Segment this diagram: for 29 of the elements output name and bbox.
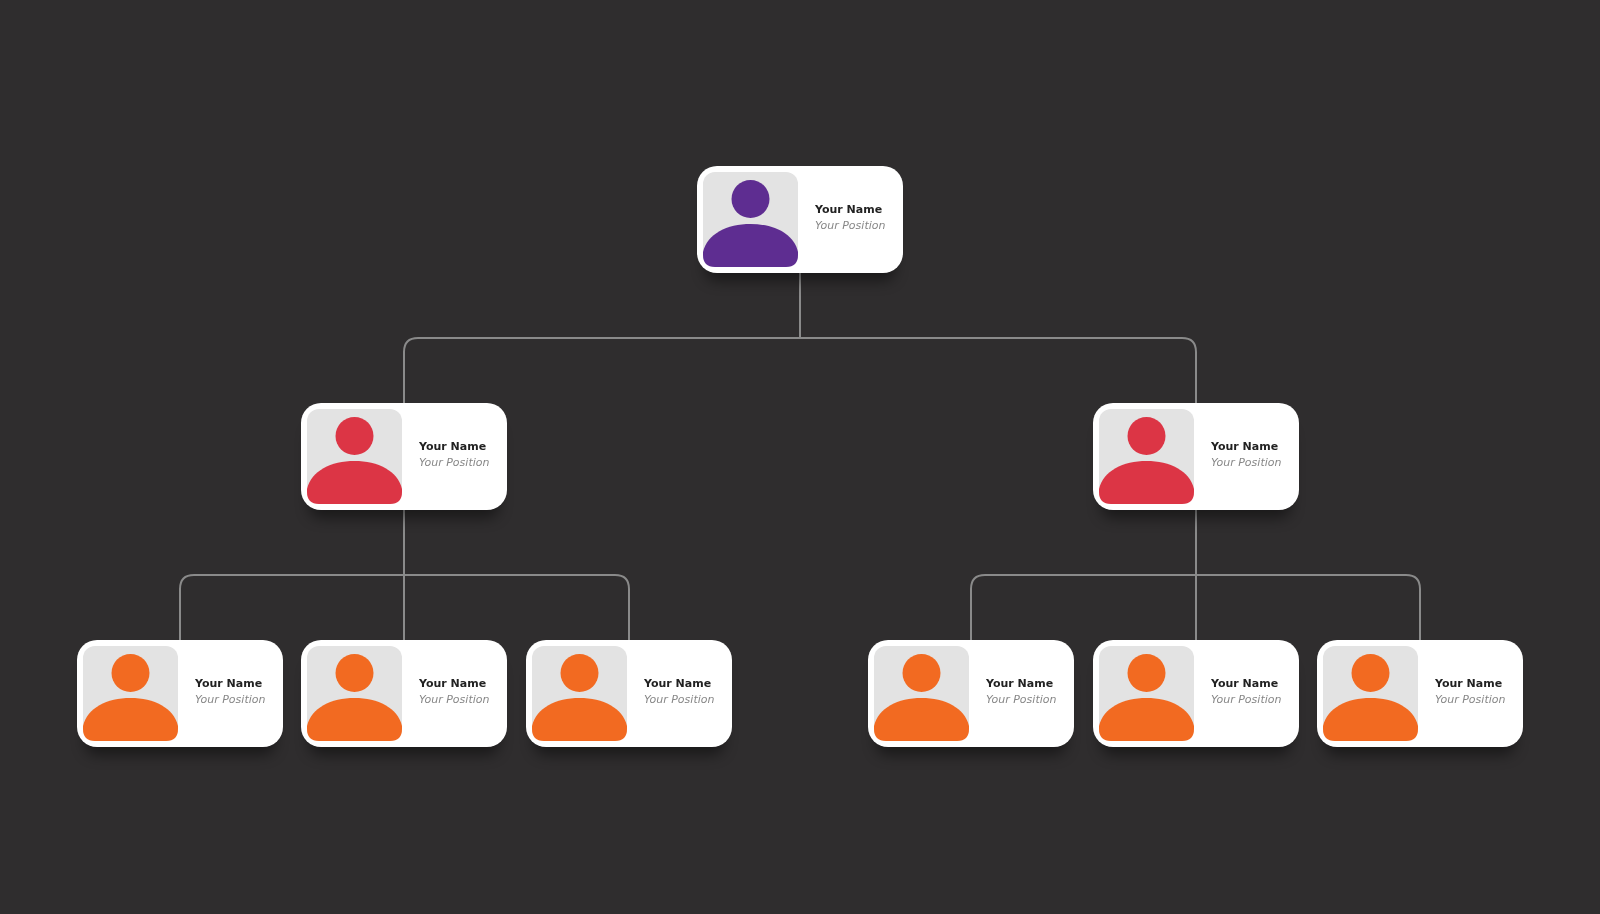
connector-line: [1195, 509, 1421, 641]
profile-card: [526, 640, 732, 747]
person-position: Your Position: [419, 456, 491, 469]
profile-card: [301, 640, 507, 747]
person-position: Your Position: [1435, 693, 1507, 706]
person-position: Your Position: [1211, 456, 1283, 469]
profile-card: [1093, 403, 1299, 510]
person-name: Your Name: [1211, 677, 1280, 690]
person-name: Your Name: [419, 440, 488, 453]
person-position: Your Position: [815, 219, 887, 232]
person-position: Your Position: [195, 693, 267, 706]
profile-card: [1317, 640, 1523, 747]
profile-card: [77, 640, 283, 747]
person-position: Your Position: [1211, 693, 1283, 706]
profile-card: [301, 403, 507, 510]
profile-card: [868, 640, 1074, 747]
person-name: Your Name: [195, 677, 264, 690]
person-position: Your Position: [644, 693, 716, 706]
person-name: Your Name: [419, 677, 488, 690]
person-name: Your Name: [986, 677, 1055, 690]
profile-card: [1093, 640, 1299, 747]
person-position: Your Position: [419, 693, 491, 706]
connector-line: [403, 509, 630, 641]
profile-card: [697, 166, 903, 273]
person-position: Your Position: [986, 693, 1058, 706]
person-name: Your Name: [1435, 677, 1504, 690]
person-name: Your Name: [815, 203, 884, 216]
person-name: Your Name: [1211, 440, 1280, 453]
person-name: Your Name: [644, 677, 713, 690]
